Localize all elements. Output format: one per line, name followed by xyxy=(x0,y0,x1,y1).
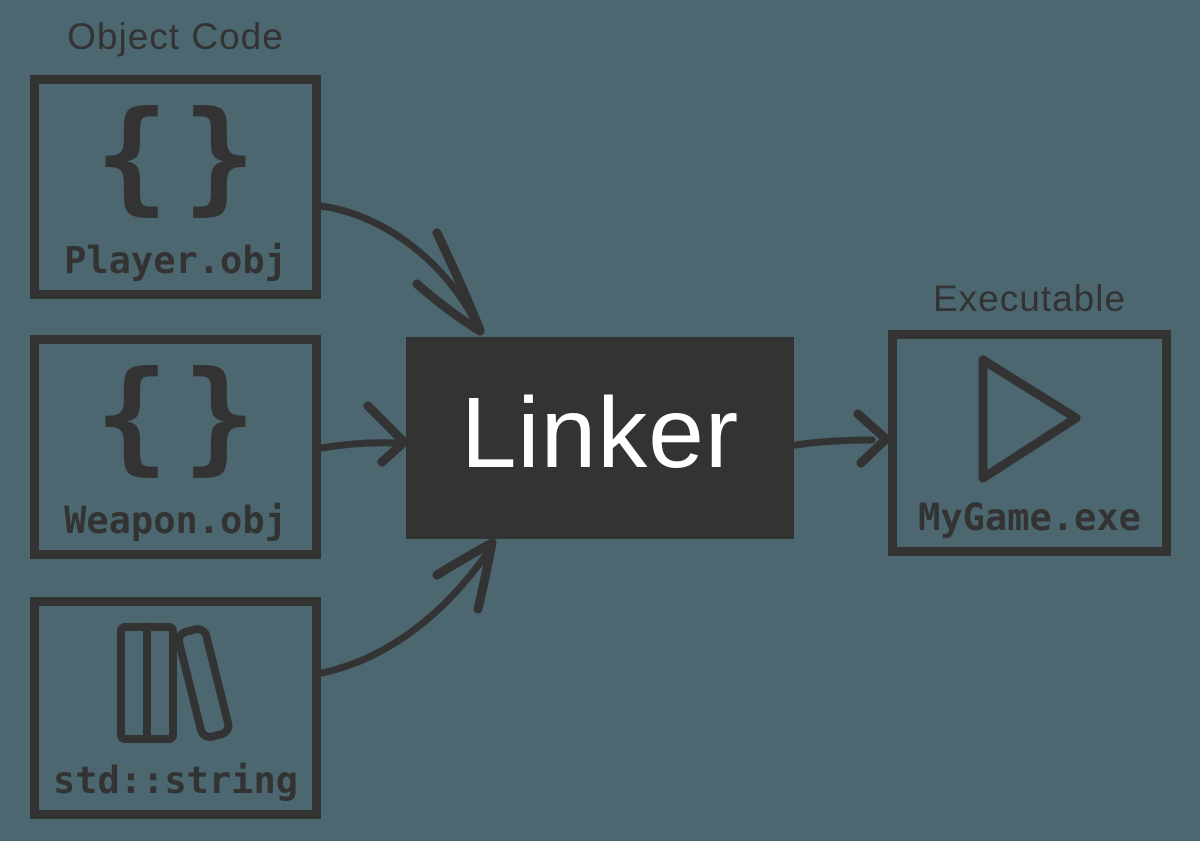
node-std-string-library: std::string xyxy=(30,597,321,819)
library-books-icon xyxy=(116,623,232,743)
arrow-weapon-to-linker xyxy=(318,401,409,467)
arrow-linker-to-executable xyxy=(792,409,891,468)
node-player-obj: {} Player.obj xyxy=(30,75,321,299)
node-mygame-exe: MyGame.exe xyxy=(888,330,1171,556)
node-label-mygame-exe: MyGame.exe xyxy=(918,496,1141,539)
node-label-weapon-obj: Weapon.obj xyxy=(64,499,287,542)
node-linker: Linker xyxy=(406,337,794,539)
arrow-player-to-linker xyxy=(317,202,485,336)
node-weapon-obj: {} Weapon.obj xyxy=(30,335,321,559)
curly-braces-icon: {} xyxy=(95,345,270,487)
arrow-stdstring-to-linker xyxy=(318,538,497,677)
object-code-group-title: Object Code xyxy=(67,16,284,57)
linker-label: Linker xyxy=(460,376,740,489)
curly-braces-icon: {} xyxy=(95,85,270,227)
executable-group-title: Executable xyxy=(932,278,1127,319)
node-label-std-string: std::string xyxy=(52,759,299,802)
node-label-player-obj: Player.obj xyxy=(64,239,287,282)
play-triangle-icon xyxy=(978,355,1080,483)
